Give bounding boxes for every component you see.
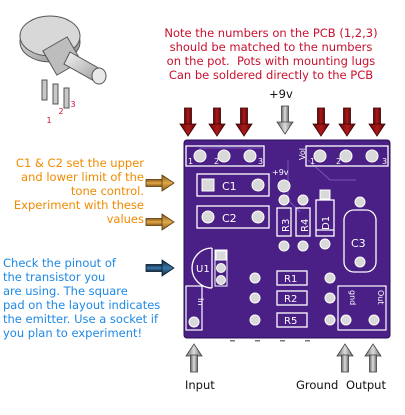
cap-arrows [145,174,175,231]
supply-label: +9v [269,87,293,101]
orange-arrow-c2 [145,213,175,231]
red-arrow-2 [208,107,226,137]
resistor-r3: R1 [249,270,336,286]
pcb-pin-1b: 1 [310,157,315,166]
ground-label: Ground [296,378,339,392]
resistor-r4: R2 [249,290,336,306]
pcb-board: 1 2 3 1 2 3 Vol +9v C1 [183,139,391,339]
pot-pin-1: 1 [46,116,51,125]
capacitor-c3: C3 [343,196,377,273]
supply-arrow [276,105,294,135]
potentiometer-illustration [19,15,107,109]
output-arrow [364,343,382,373]
transistor-u1: U1 [191,247,228,289]
io-arrows [185,343,382,373]
pot-pin-3: 3 [70,100,75,109]
svg-text:C1: C1 [222,180,237,193]
io-pads [185,285,387,331]
input-pad [188,316,200,328]
svg-text:C3: C3 [351,237,366,250]
tone-pot-pads [185,145,265,167]
svg-text:D1: D1 [321,216,332,230]
input-arrow [185,343,203,373]
resistor-r5: R5 [249,312,336,328]
transistor-note: Check the pinout of the transistor you a… [3,256,161,340]
red-arrow-3 [235,107,253,137]
pcb-pin-2b: 2 [336,157,341,166]
svg-text:R4: R4 [300,219,311,232]
pcb-pin-3b: 3 [382,157,387,166]
output-label: Output [346,378,386,392]
input-label: Input [185,378,215,392]
pcb-numbers-note: Note the numbers on the PCB (1,2,3) shou… [164,26,378,82]
capacitor-c1: C1 [196,173,270,197]
resistor-r2: R4 [295,194,311,252]
red-arrow-5 [338,107,356,137]
pcb-pin-1a: 1 [188,157,193,166]
capacitor-c2: C2 [196,205,270,229]
red-arrow-4 [312,107,330,137]
output-pad [368,314,380,326]
pcb-in-label: In [196,298,205,305]
transistor-arrow [145,259,175,277]
red-arrow-6 [368,107,386,137]
svg-text:R3: R3 [281,219,292,232]
svg-text:U1: U1 [196,264,210,275]
pcb-pin-numbers: 1 2 3 1 2 3 [188,157,387,166]
svg-text:R1: R1 [284,274,297,285]
svg-text:R5: R5 [284,316,297,327]
tone-caps-note: C1 & C2 set the upper and lower limit of… [13,156,144,226]
ground-arrow [336,343,354,373]
svg-text:C2: C2 [222,212,237,225]
volume-pot-pads [305,145,389,167]
pcb-supply-label: +9v [272,168,289,177]
pcb-pin-3a: 3 [258,157,263,166]
ground-pad [340,314,352,326]
pot-pin-2: 2 [58,107,63,116]
board-bottom-ticks [230,340,310,342]
pcb-vol-label: Vol [298,148,307,160]
svg-text:R2: R2 [284,294,297,305]
supply-pad [277,179,291,193]
red-arrow-1 [179,107,197,137]
pot-pin-labels: 1 2 3 [46,100,75,125]
pcb-gnd-label: gnd [348,290,357,305]
resistor-r1: R3 [276,194,292,252]
diode-d1: D1 [315,189,335,250]
pcb-pin-2a: 2 [214,157,219,166]
orange-arrow-c1 [145,174,175,192]
pcb-out-label: Out [376,290,385,305]
